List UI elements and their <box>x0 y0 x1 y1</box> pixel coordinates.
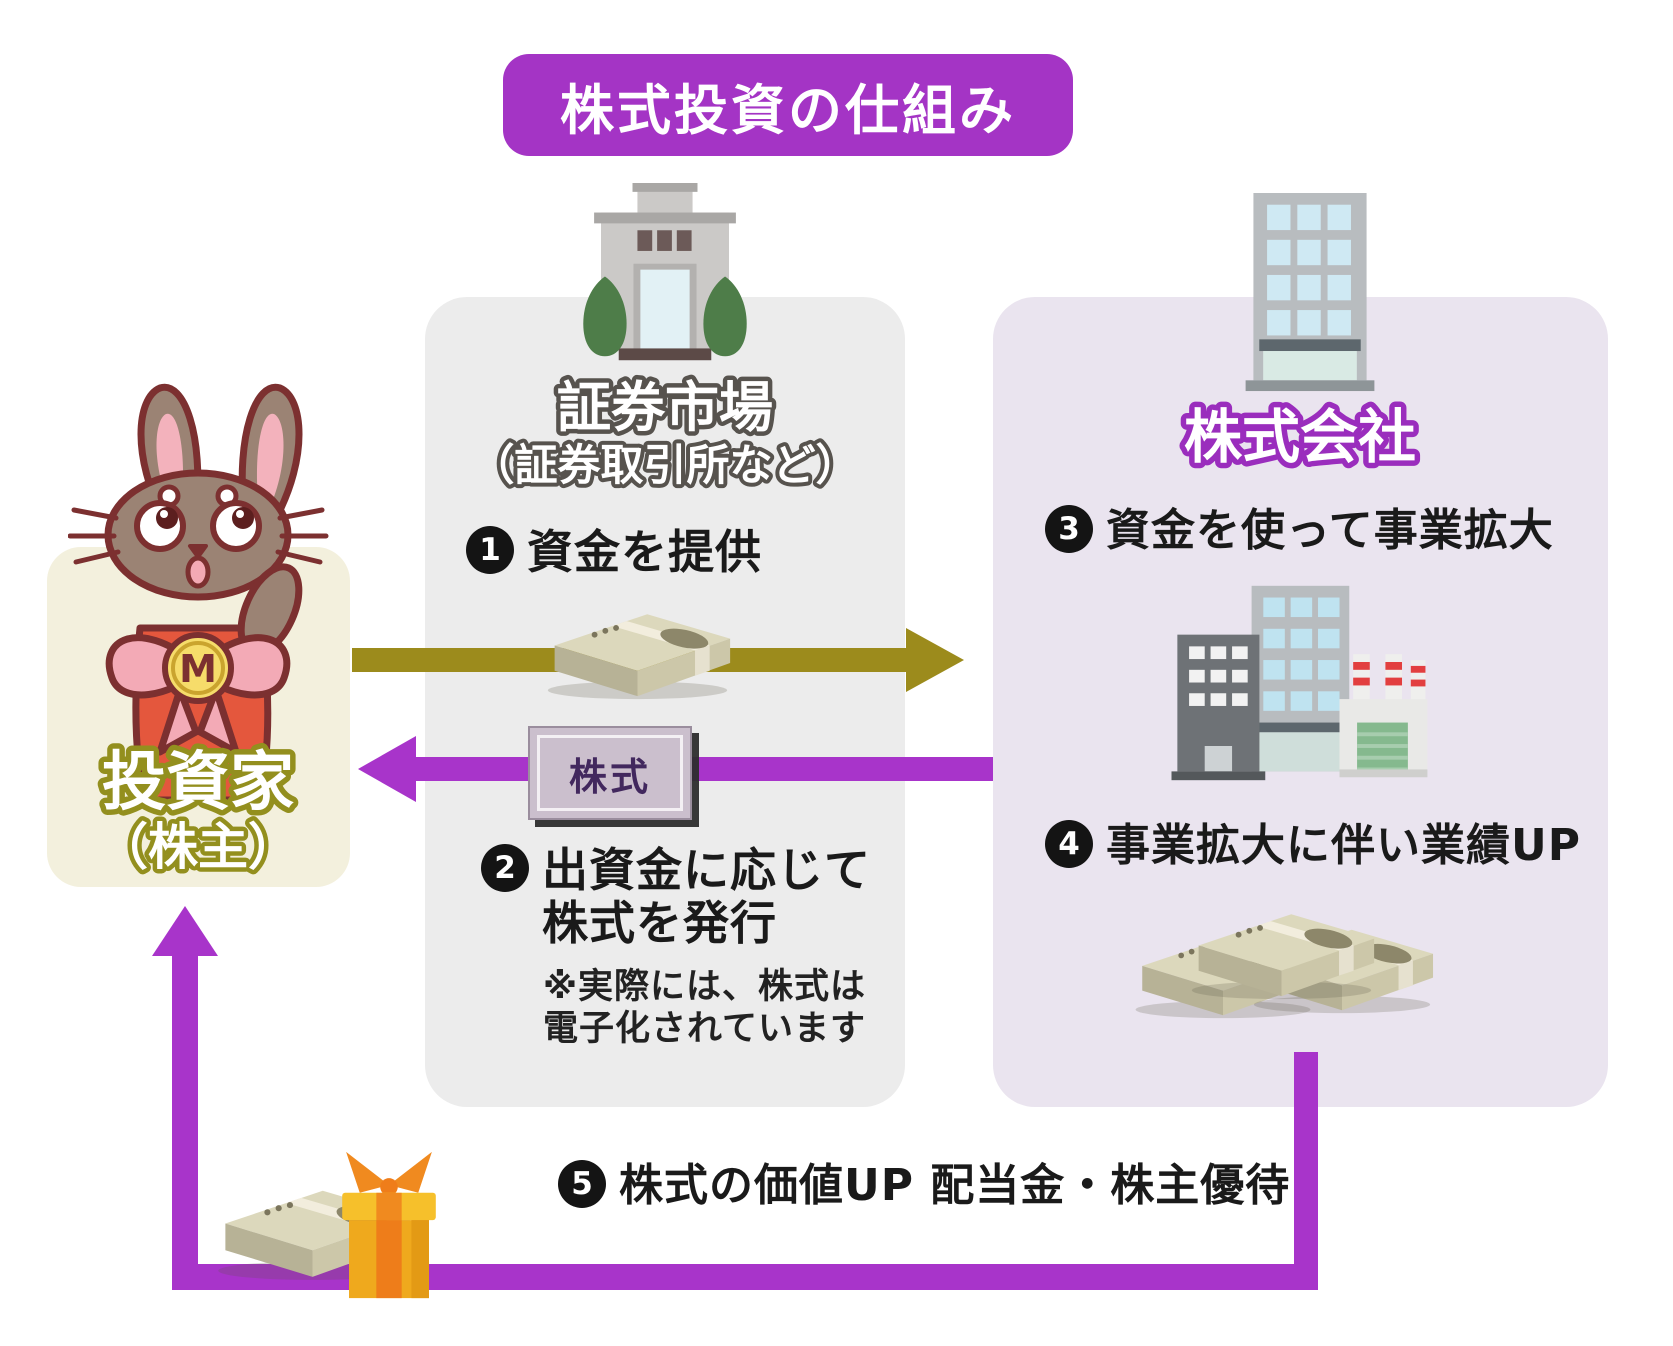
step-2-number: 2 <box>481 844 529 892</box>
buildings-group-icon <box>1171 585 1428 781</box>
page-title: 株式投資の仕組み <box>503 54 1073 156</box>
gift-box-icon <box>342 1151 436 1299</box>
step-2-note: ※実際には、株式は 電子化されています <box>543 966 866 1050</box>
money-pile-icon <box>1135 914 1434 1019</box>
step-5: 5 株式の価値UP 配当金・株主優待 <box>558 1160 1290 1211</box>
return-arrow-up-head <box>152 906 218 956</box>
step-4-text: 事業拡大に伴い業績UP <box>1106 820 1581 871</box>
stock-certificate: 株式 <box>528 726 692 820</box>
step-2-line1: 出資金に応じて <box>542 843 871 897</box>
company-title: 株式会社 <box>1178 398 1421 477</box>
step-1-text: 資金を提供 <box>527 525 762 579</box>
step-3-text: 資金を使って事業拡大 <box>1106 505 1554 556</box>
investor-name: 投資家 <box>102 746 294 820</box>
investor-name-sub: （株主） <box>98 818 298 876</box>
step-5-text: 株式の価値UP 配当金・株主優待 <box>619 1160 1291 1211</box>
office-building-icon <box>1245 193 1375 392</box>
shares-arrow-shaft <box>414 757 993 781</box>
step-4: 4 事業拡大に伴い業績UP <box>1045 820 1581 871</box>
step-2: 2 出資金に応じて 株式を発行 <box>481 843 871 951</box>
market-name-sub: （証券取引所など） <box>472 441 859 491</box>
securities-market-panel <box>425 297 905 1107</box>
step-2-text: 出資金に応じて 株式を発行 <box>542 843 871 951</box>
investor-label: 投資家 （株主） <box>94 741 303 881</box>
step-4-number: 4 <box>1045 820 1093 868</box>
stock-certificate-label: 株式 <box>568 754 651 799</box>
step-3-number: 3 <box>1045 505 1093 553</box>
step-2-line2: 株式を発行 <box>542 896 777 951</box>
mascot-rabbit-icon: M <box>68 383 329 804</box>
return-arrow-left-vertical <box>172 952 198 1290</box>
money-bundle-icon <box>547 614 731 700</box>
market-name: 証券市場 <box>557 376 773 439</box>
step-2-note-line1: ※実際には、株式は <box>543 967 867 1007</box>
exchange-building-icon <box>583 183 747 361</box>
fund-arrow-head <box>906 628 964 692</box>
company-name: 株式会社 <box>1184 403 1416 471</box>
step-3: 3 資金を使って事業拡大 <box>1045 505 1554 556</box>
step-1-number: 1 <box>466 526 514 574</box>
shares-arrow-head <box>358 736 416 802</box>
step-1: 1 資金を提供 <box>466 525 762 579</box>
return-arrow-right-vertical <box>1294 1052 1318 1290</box>
step-2-note-line2: 電子化されています <box>543 1009 866 1049</box>
market-title: 証券市場 （証券取引所など） <box>468 372 863 496</box>
step-5-number: 5 <box>558 1160 606 1208</box>
medal-letter: M <box>179 647 217 691</box>
stock-certificate-frame <box>537 735 683 811</box>
